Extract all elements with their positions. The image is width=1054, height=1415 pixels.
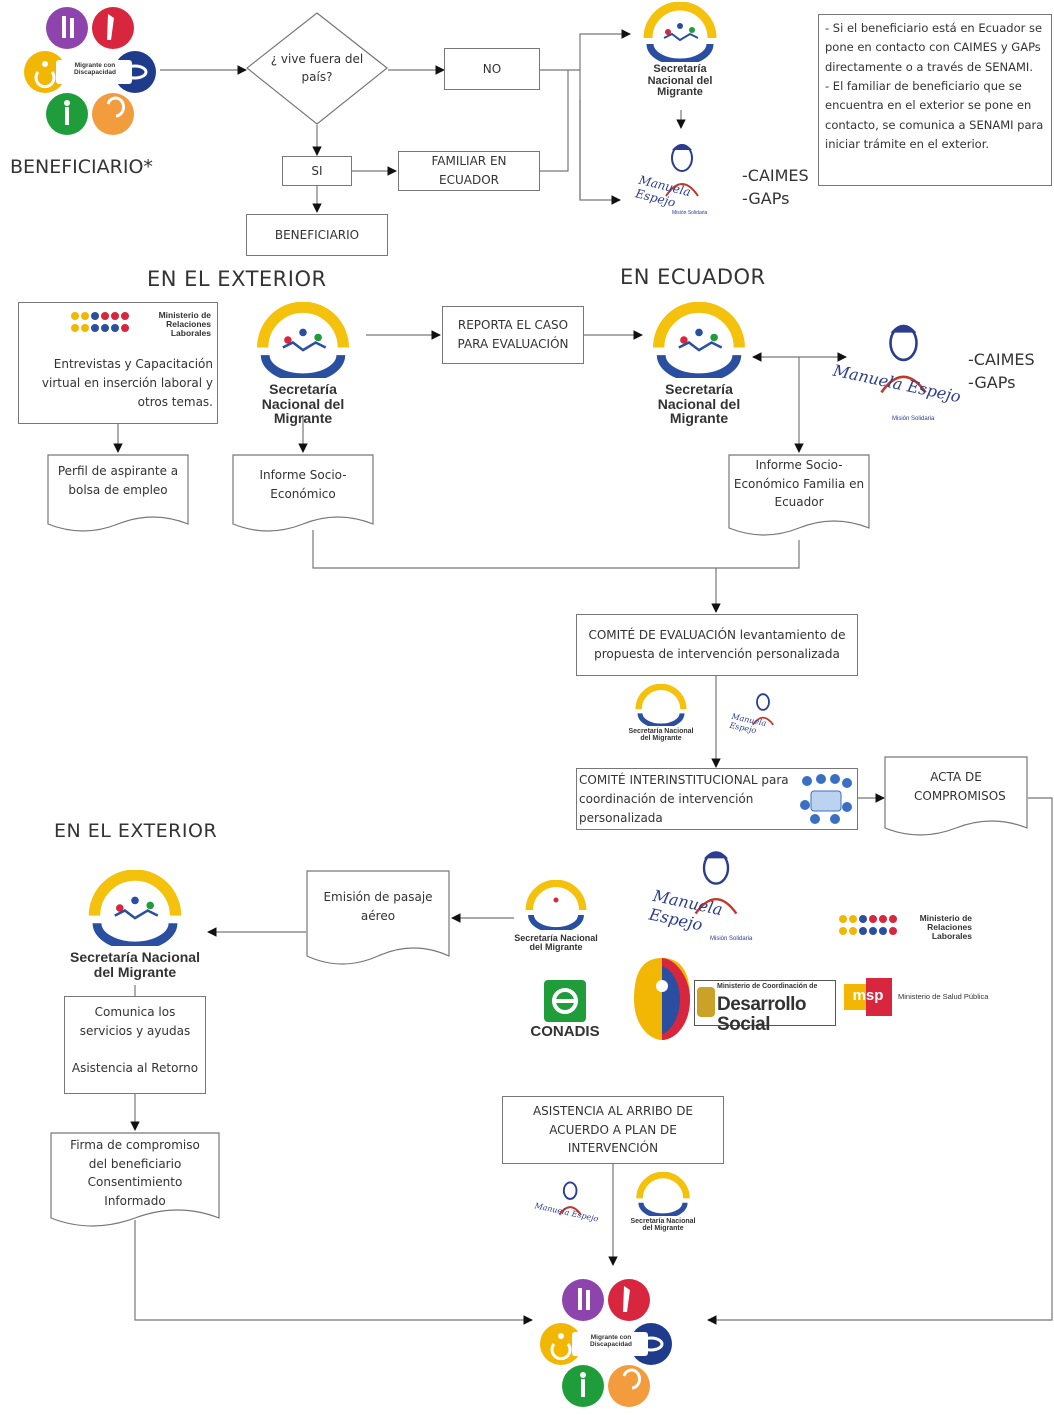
decision-diamond: ¿ vive fuera del país? — [246, 12, 388, 125]
no-box: NO — [444, 48, 540, 90]
manuela-logo-small-1: Manuela Espejo — [729, 690, 790, 740]
mcds-top: Ministerio de Coordinación de — [717, 983, 818, 990]
msp-logo: msp Ministerio de Salud Pública — [844, 978, 1022, 1018]
senami-name-lower: Secretaría Nacional del Migrante — [70, 949, 200, 980]
mcds-banner: Ministerio de Coordinación de Desarrollo… — [694, 980, 836, 1034]
arrow-acta-to-end — [707, 797, 1053, 1325]
heading-exterior: EN EL EXTERIOR — [147, 267, 327, 291]
doc-acta: ACTA DE COMPROMISOS — [884, 756, 1028, 842]
manuela-logo-small-2: Manuela Espejo — [534, 1178, 600, 1230]
doc-informe-text: Informe Socio-Económico — [259, 468, 347, 501]
mrl-name: Ministerio de Relaciones Laborales — [158, 310, 211, 338]
info-note: - Si el beneficiario está en Ecuador se … — [818, 14, 1052, 186]
senami-logo-exterior: Secretaría Nacional del Migrante — [240, 301, 366, 426]
doc-acta-text: ACTA DE COMPROMISOS — [914, 770, 1006, 803]
familiar-box: FAMILIAR EN ECUADOR — [398, 151, 540, 191]
asistencia-box: ASISTENCIA AL ARRIBO DE ACUERDO A PLAN D… — [502, 1096, 724, 1164]
manuela-sub-top: Misión Solidaria — [672, 210, 708, 216]
disability-badge-text: Migrante con Discapacidad — [74, 62, 116, 76]
comunica-box: Comunica los servicios y ayudas Asistenc… — [64, 996, 206, 1094]
senami-logo-small-2: Secretaría Nacional del Migrante — [626, 1171, 700, 1238]
doc-pasaje: Emisión de pasaje aéreo — [306, 870, 450, 970]
beneficiary-label: BENEFICIARIO* — [10, 156, 153, 178]
comite-eval-box: COMITÉ DE EVALUACIÓN levantamiento de pr… — [576, 614, 858, 676]
mcds-logo: Ministerio de Coordinación de Desarrollo… — [632, 956, 836, 1042]
si-box: SI — [282, 156, 352, 186]
doc-informe-familia: Informe Socio-Económico Familia en Ecuad… — [728, 454, 870, 540]
manuela-logo-top: Manuela Espejo Misión Solidaria — [632, 138, 732, 220]
senami-name-exterior: Secretaría Nacional del Migrante — [261, 381, 345, 427]
line-familiar-to-branch — [540, 70, 569, 172]
mrl-logo-lower: Ministerio de Relaciones Laborales — [832, 912, 972, 954]
senami-logo-ecuador: Secretaría Nacional del Migrante — [636, 301, 762, 426]
decision-text: ¿ vive fuera del país? — [270, 52, 364, 84]
arrow-no-to-manuela — [579, 100, 621, 205]
doc-firma-text: Firma de compromiso del beneficiario Con… — [70, 1138, 200, 1208]
msp-mark: msp — [844, 978, 892, 1016]
senami-logo-top: Secretaría Nacional del Migrante — [630, 1, 730, 99]
mcds-main: Desarrollo Social — [717, 994, 806, 1035]
senami-logo-lower: Secretaría Nacional del Migrante — [70, 869, 200, 984]
conadis-logo: CONADIS — [530, 980, 600, 1044]
reporta-box: REPORTA EL CASO PARA EVALUACIÓN — [442, 306, 584, 364]
ecuador-seal-icon — [697, 987, 715, 1017]
senami-name-pasaje: Secretaría Nacional del Migrante — [514, 933, 598, 953]
heading-exterior-2: EN EL EXTERIOR — [54, 820, 218, 842]
disability-badge-bottom: Migrante con Discapacidad — [536, 1278, 676, 1407]
mrl-logo: Ministerio de Relaciones Laborales — [69, 309, 213, 349]
doc-perfil-text: Perfil de aspirante a bolsa de empleo — [57, 464, 179, 497]
manuela-sub-lower: Misión Solidaria — [710, 936, 753, 942]
line-informes-merge — [312, 530, 800, 569]
doc-firma: Firma de compromiso del beneficiario Con… — [50, 1132, 220, 1232]
beneficiario-box: BENEFICIARIO — [246, 214, 388, 256]
msp-abbr: msp — [852, 987, 884, 1004]
caimes-gaps-middle: -CAIMES -GAPs — [968, 350, 1035, 393]
senami-logo-small-1: Secretaría Nacional del Migrante — [626, 683, 696, 750]
manuela-logo-lower: Manuela Espejo Misión Solidaria — [647, 840, 770, 948]
senami-name-small-1: Secretaría Nacional del Migrante — [628, 728, 694, 743]
msp-name: Ministerio de Salud Pública — [898, 992, 989, 1001]
disability-badge-top: Migrante con Discapacidad — [20, 6, 160, 138]
senami-logo-pasaje: Secretaría Nacional del Migrante — [514, 879, 598, 960]
senami-name-top: Secretaría Nacional del Migrante — [647, 63, 713, 99]
mrl-name-lower: Ministerio de Relaciones Laborales — [919, 913, 972, 941]
heading-ecuador: EN ECUADOR — [620, 265, 766, 289]
manuela-logo-middle: Manuela Espejo Misión Solidaria — [831, 316, 962, 426]
doc-pasaje-text: Emisión de pasaje aéreo — [323, 890, 433, 923]
manuela-sub-middle: Misión Solidaria — [892, 416, 935, 422]
meeting-icon — [797, 771, 855, 827]
comite-inter-text: COMITÉ INTERINSTITUCIONAL para coordinac… — [579, 773, 789, 826]
arrow-no-to-senami — [579, 29, 631, 200]
conadis-name: CONADIS — [530, 1023, 600, 1040]
comite-inter-box: COMITÉ INTERINSTITUCIONAL para coordinac… — [576, 768, 858, 830]
doc-informe-familia-text: Informe Socio-Económico Familia en Ecuad… — [733, 458, 865, 510]
senami-name-ecuador: Secretaría Nacional del Migrante — [657, 381, 741, 427]
disability-badge-text-bottom: Migrante con Discapacidad — [590, 1334, 632, 1348]
arrow-firma-to-end — [134, 1220, 533, 1325]
doc-informe: Informe Socio-Económico — [232, 454, 374, 536]
caimes-gaps-top: -CAIMES -GAPs — [742, 166, 809, 209]
entrevistas-box: Ministerio de Relaciones Laborales Entre… — [18, 302, 218, 424]
entrevistas-text: Entrevistas y Capacitación virtual en in… — [41, 357, 213, 410]
doc-perfil: Perfil de aspirante a bolsa de empleo — [47, 454, 189, 536]
senami-name-small-2: Secretaría Nacional del Migrante — [630, 1218, 696, 1233]
